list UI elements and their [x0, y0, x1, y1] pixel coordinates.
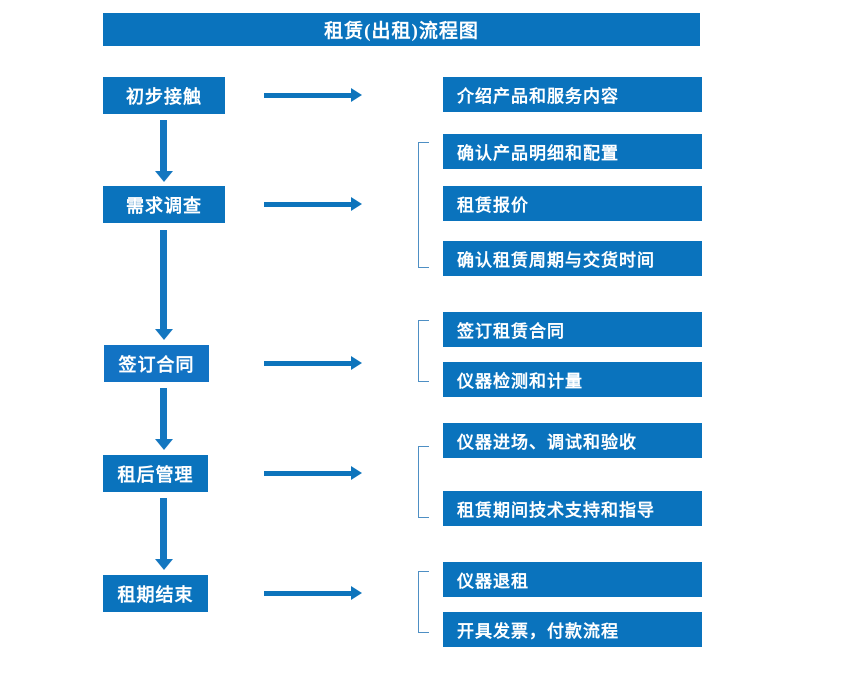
detail-box-签订租赁合同[interactable]: 签订租赁合同	[443, 312, 702, 347]
group-bracket	[418, 446, 429, 518]
detail-box-介绍产品和服务内容[interactable]: 介绍产品和服务内容	[443, 77, 702, 112]
right-arrow-icon	[264, 356, 362, 370]
detail-box-租赁报价[interactable]: 租赁报价	[443, 186, 702, 221]
stage-box-租后管理[interactable]: 租后管理	[103, 455, 208, 492]
detail-box-租赁期间技术支持和指导[interactable]: 租赁期间技术支持和指导	[443, 491, 702, 526]
detail-box-仪器退租[interactable]: 仪器退租	[443, 562, 702, 597]
detail-box-仪器进场调试和验收[interactable]: 仪器进场、调试和验收	[443, 423, 702, 458]
stage-box-签订合同[interactable]: 签订合同	[104, 345, 209, 382]
detail-box-确认产品明细和配置[interactable]: 确认产品明细和配置	[443, 134, 702, 169]
detail-box-开具发票付款流程[interactable]: 开具发票，付款流程	[443, 612, 702, 647]
group-bracket	[418, 571, 429, 633]
stage-box-租期结束[interactable]: 租期结束	[103, 575, 208, 612]
right-arrow-icon	[264, 586, 362, 600]
down-arrow-icon	[155, 230, 173, 340]
stage-box-初步接触[interactable]: 初步接触	[103, 77, 225, 114]
group-bracket	[418, 142, 429, 268]
detail-box-仪器检测和计量[interactable]: 仪器检测和计量	[443, 362, 702, 397]
group-bracket	[418, 320, 429, 382]
detail-box-确认租赁周期与交货时间[interactable]: 确认租赁周期与交货时间	[443, 241, 702, 276]
right-arrow-icon	[264, 88, 362, 102]
down-arrow-icon	[155, 388, 173, 450]
down-arrow-icon	[155, 498, 173, 570]
stage-box-需求调查[interactable]: 需求调查	[103, 186, 225, 223]
down-arrow-icon	[155, 120, 173, 182]
page-title: 租赁(出租)流程图	[103, 13, 700, 46]
right-arrow-icon	[264, 466, 362, 480]
right-arrow-icon	[264, 197, 362, 211]
